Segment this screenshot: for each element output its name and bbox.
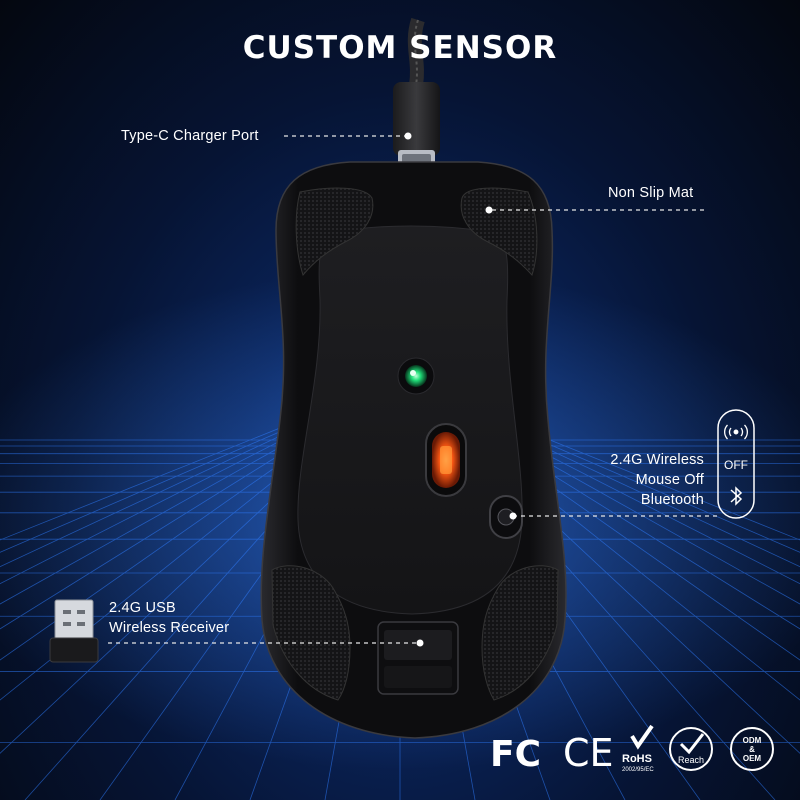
callout-charger-port: Type-C Charger Port: [121, 128, 259, 144]
fcc-logo: FC: [490, 734, 541, 775]
receiver-line2: Wireless Receiver: [109, 620, 230, 636]
wireless-icon: [723, 424, 749, 440]
callout-receiver: 2.4G USB Wireless Receiver: [109, 598, 229, 638]
mode-off-label: Mouse Off: [635, 472, 704, 488]
svg-text:RoHS: RoHS: [622, 753, 652, 765]
mouse-body: [260, 161, 567, 739]
receiver-slot: [377, 621, 459, 695]
bluetooth-icon: [730, 486, 743, 506]
reach-logo: Reach: [669, 727, 713, 771]
svg-text:&: &: [749, 745, 755, 754]
switch-mode-icon: OFF: [717, 409, 755, 519]
optical-sensor: [425, 423, 467, 497]
svg-text:CE: CE: [563, 731, 614, 775]
mode-wireless-label: 2.4G Wireless: [610, 452, 704, 468]
callout-mode-switch: 2.4G Wireless Mouse Off Bluetooth: [560, 450, 704, 510]
callout-lines: [108, 135, 720, 644]
mode-bluetooth-label: Bluetooth: [640, 492, 704, 508]
page-title: CUSTOM SENSOR: [242, 30, 558, 66]
svg-text:Reach: Reach: [678, 755, 704, 765]
callout-non-slip-mat: Non Slip Mat: [608, 185, 694, 201]
svg-text:OEM: OEM: [743, 754, 762, 763]
callout-dots: [404, 132, 517, 647]
svg-text:FC: FC: [490, 734, 541, 775]
odm-oem-logo: ODM & OEM: [730, 727, 774, 771]
svg-text:ODM: ODM: [743, 736, 762, 745]
mode-switch[interactable]: [489, 495, 523, 539]
svg-text:2002/95/EC: 2002/95/EC: [622, 767, 654, 773]
mouse-feet: [271, 187, 559, 701]
green-led: [397, 357, 435, 395]
ce-logo: CE: [563, 731, 614, 775]
usb-receiver-image: [49, 599, 99, 663]
receiver-line1: 2.4G USB: [109, 600, 176, 616]
off-label: OFF: [724, 458, 748, 472]
rohs-logo: RoHS 2002/95/EC: [622, 724, 654, 773]
